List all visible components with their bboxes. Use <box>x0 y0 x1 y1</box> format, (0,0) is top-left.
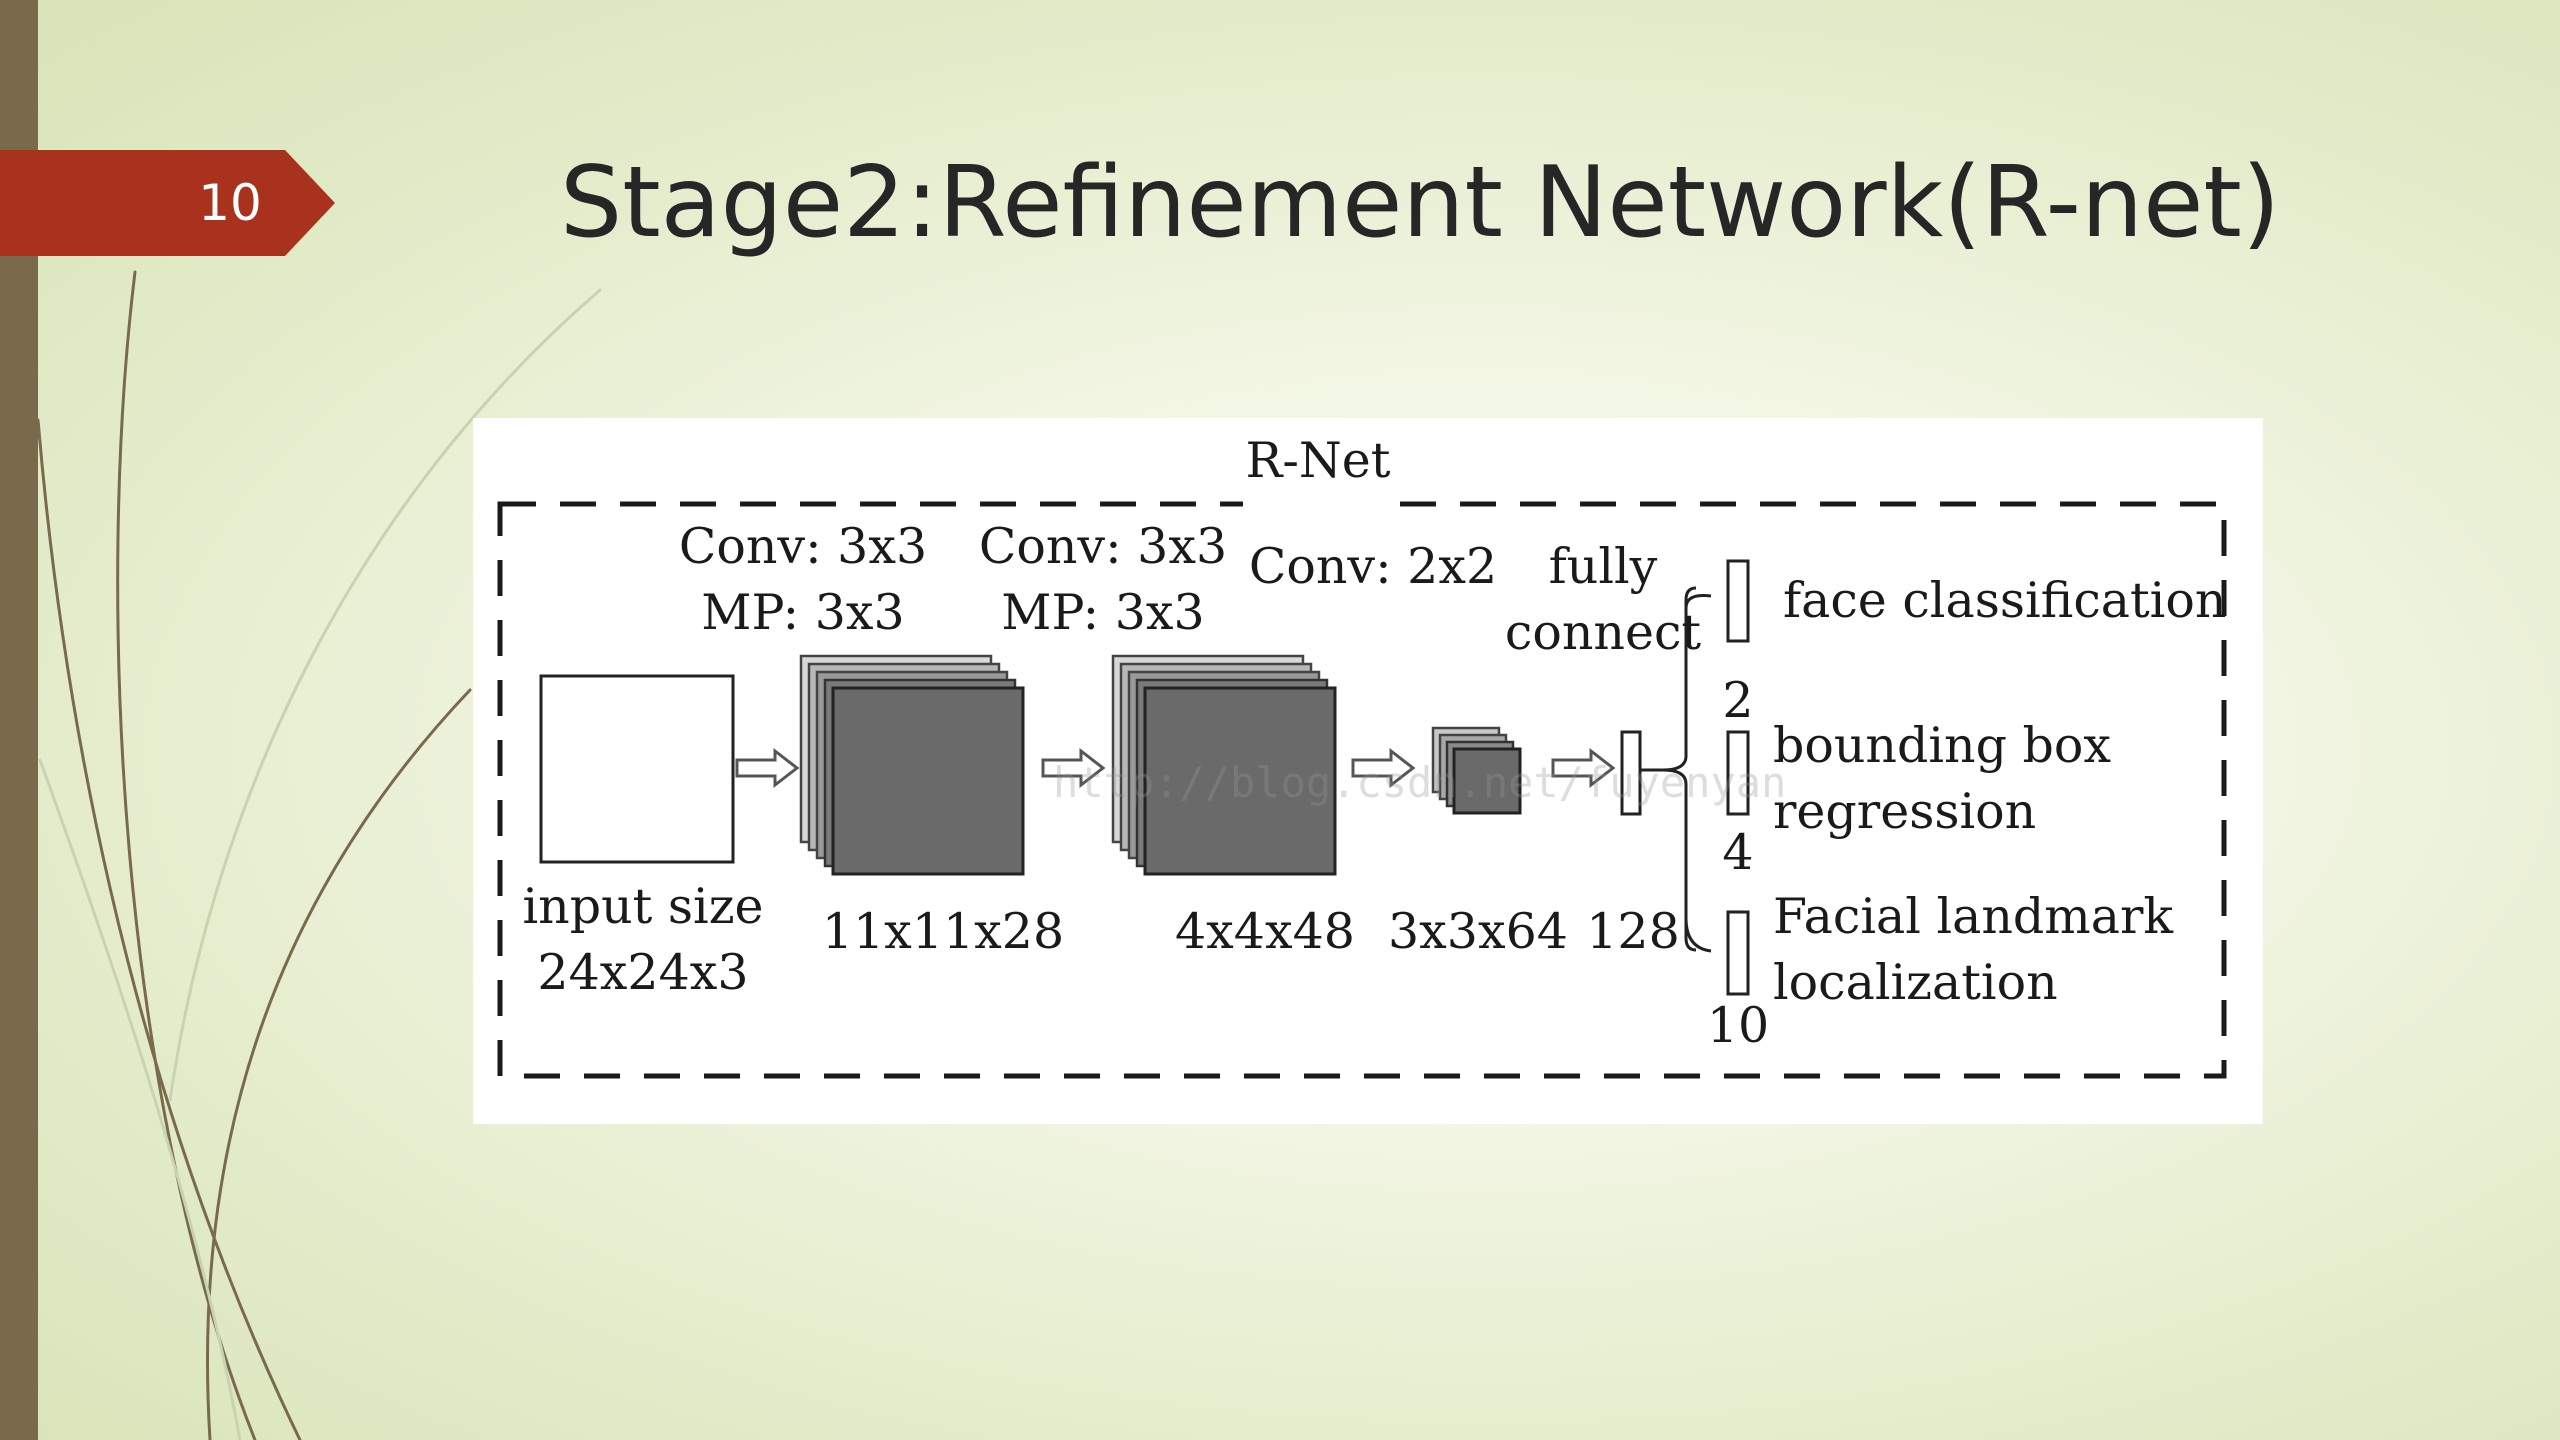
diagram-title: R-Net <box>1245 432 1391 489</box>
conv2-size-label: 4x4x48 <box>1175 903 1355 960</box>
fc-op-label: fully connect <box>1504 538 1702 661</box>
arrow-1 <box>735 749 799 787</box>
conv3-op-label: Conv: 2x2 <box>1248 538 1498 595</box>
conv3-feature-maps <box>1431 726 1522 815</box>
slide-number-tab <box>0 150 335 256</box>
fc-size-label: 128 <box>1586 903 1680 960</box>
decorative-curves <box>36 270 602 1440</box>
output-face-classification-size: 2 <box>1722 672 1754 729</box>
output-bbox-label: bounding box regression <box>1773 717 2112 840</box>
output-landmark-label: Facial landmark localization <box>1773 888 2174 1011</box>
input-image-block <box>539 674 735 864</box>
watermark: http://blog.csdn.net/fuyenyan <box>1053 758 1787 807</box>
conv1-op-label: Conv: 3x3 MP: 3x3 <box>678 518 928 641</box>
conv1-size-label: 11x11x28 <box>821 903 1065 960</box>
output-bbox-vector <box>1726 730 1750 816</box>
conv2-op-label: Conv: 3x3 MP: 3x3 <box>978 518 1228 641</box>
fc-vector <box>1620 730 1642 816</box>
output-landmark-vector <box>1726 910 1750 996</box>
output-bbox-size: 4 <box>1722 824 1754 881</box>
input-label: input size 24x24x3 <box>522 878 764 1001</box>
conv1-feature-maps <box>799 654 1025 876</box>
rnet-diagram: http://blog.csdn.net/fuyenyan R-Net Conv… <box>473 418 2263 1124</box>
slide-number: 10 <box>198 174 262 232</box>
conv3-size-label: 3x3x64 <box>1388 903 1568 960</box>
output-face-classification-label: face classification <box>1783 572 2227 629</box>
output-landmark-size: 10 <box>1706 997 1770 1054</box>
slide-title: Stage2:Refinement Network(R-net) <box>560 146 2281 260</box>
conv2-feature-maps <box>1111 654 1337 876</box>
output-face-classification-vector <box>1726 559 1750 643</box>
